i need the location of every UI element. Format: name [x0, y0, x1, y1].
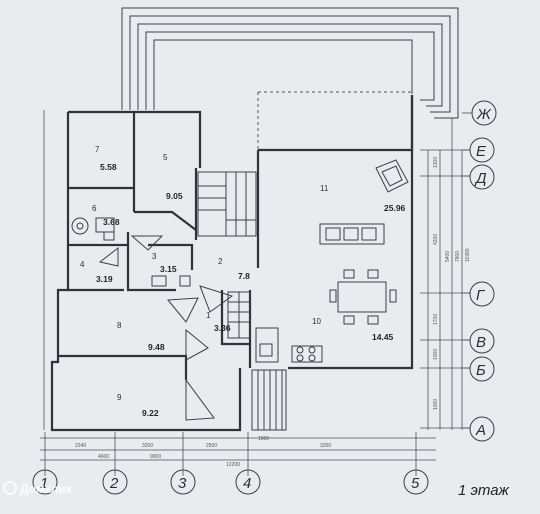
room-6-area: 3.68 — [103, 217, 120, 227]
svg-text:Д: Д — [474, 170, 487, 187]
axis-marker-В: В — [469, 328, 495, 354]
room-8-area: 9.48 — [148, 342, 165, 352]
dim-bottom-3: 9000 — [150, 454, 161, 460]
dim-bottom-5: 1900 — [258, 436, 269, 442]
svg-text:А: А — [475, 422, 486, 439]
svg-text:Е: Е — [476, 143, 487, 160]
axis-marker-А: А — [469, 416, 495, 442]
room-5-area: 9.05 — [166, 191, 183, 201]
dim-right-7: 11980 — [465, 248, 471, 262]
bathroom-fixtures — [71, 217, 191, 287]
dim-bottom-6: 3200 — [320, 443, 331, 449]
room-7-number: 7 — [95, 145, 100, 154]
exterior-walls — [50, 95, 414, 432]
dim-right-1: 4200 — [433, 234, 439, 245]
svg-text:3: 3 — [178, 475, 187, 492]
dim-bottom-7: 12200 — [226, 462, 240, 468]
dim-bottom-2: 3200 — [142, 443, 153, 449]
radiator — [227, 291, 251, 339]
terrace-outline — [121, 7, 459, 119]
svg-text:5: 5 — [411, 475, 420, 492]
axis-marker-Г: Г — [469, 281, 495, 307]
svg-text:Б: Б — [476, 362, 486, 379]
axis-marker-4: 4 — [235, 469, 261, 495]
room-7-area: 5.58 — [100, 162, 117, 172]
staircase — [197, 171, 257, 237]
room-4-number: 4 — [80, 260, 85, 269]
interior-walls — [58, 112, 260, 380]
room-8-number: 8 — [117, 321, 122, 330]
door-swings — [98, 235, 234, 421]
dim-right-5: 1000 — [433, 349, 439, 360]
watermark-text: Домклик — [20, 482, 73, 496]
room-10-area: 14.45 — [372, 332, 394, 342]
sofa — [319, 223, 385, 245]
floor-title: 1 этаж — [458, 482, 510, 499]
room-5-number: 5 — [163, 153, 168, 162]
axis-marker-3: 3 — [170, 469, 196, 495]
dimension-lines-bottom — [40, 432, 436, 476]
watermark-logo-icon — [3, 481, 17, 495]
axis-marker-Б: Б — [469, 356, 495, 382]
room-9-number: 9 — [117, 393, 122, 402]
room-2-area: 7.8 — [238, 271, 250, 281]
axis-marker-1: 1 — [32, 469, 58, 495]
svg-text:2: 2 — [109, 475, 119, 492]
dim-bottom-1: 4600 — [98, 454, 109, 460]
svg-text:1: 1 — [40, 475, 48, 492]
axis-marker-5: 5 — [403, 469, 429, 495]
room-11-number: 11 — [320, 184, 329, 193]
room-10-number: 10 — [312, 317, 321, 326]
axis-marker-Ж: Ж — [471, 100, 497, 126]
svg-text:Ж: Ж — [476, 106, 492, 123]
room-1-number: 1 — [206, 311, 211, 320]
dimension-lines-right — [420, 118, 470, 430]
dining-table — [329, 269, 397, 325]
svg-text:В: В — [476, 334, 486, 351]
svg-text:Г: Г — [476, 287, 486, 304]
room-6-number: 6 — [92, 204, 97, 213]
room-9-area: 9.22 — [142, 408, 159, 418]
axis-marker-Е: Е — [469, 137, 495, 163]
room-11-area: 25.96 — [384, 203, 406, 213]
room-1-area: 3.36 — [214, 323, 231, 333]
entrance-steps — [251, 369, 287, 431]
dim-right-6: 1000 — [433, 399, 439, 410]
dim-right-0: 1300 — [433, 157, 439, 168]
room-2-number: 2 — [218, 257, 223, 266]
dim-right-2: 5400 — [445, 251, 451, 262]
axis-marker-Д: Д — [469, 164, 495, 190]
dim-right-4: 1700 — [433, 314, 439, 325]
watermark: Домклик — [3, 481, 73, 496]
dim-right-3: 7800 — [455, 251, 461, 262]
axis-leaders-letters — [462, 112, 472, 429]
room-3-area: 3.15 — [160, 264, 177, 274]
dim-bottom-4: 2500 — [206, 443, 217, 449]
armchair — [375, 159, 409, 193]
room-4-area: 3.19 — [96, 274, 113, 284]
dim-bottom-0: 2240 — [75, 443, 86, 449]
svg-text:4: 4 — [243, 475, 251, 492]
kitchen-counter — [255, 327, 323, 363]
axis-marker-2: 2 — [102, 469, 128, 495]
room-3-number: 3 — [152, 252, 157, 261]
